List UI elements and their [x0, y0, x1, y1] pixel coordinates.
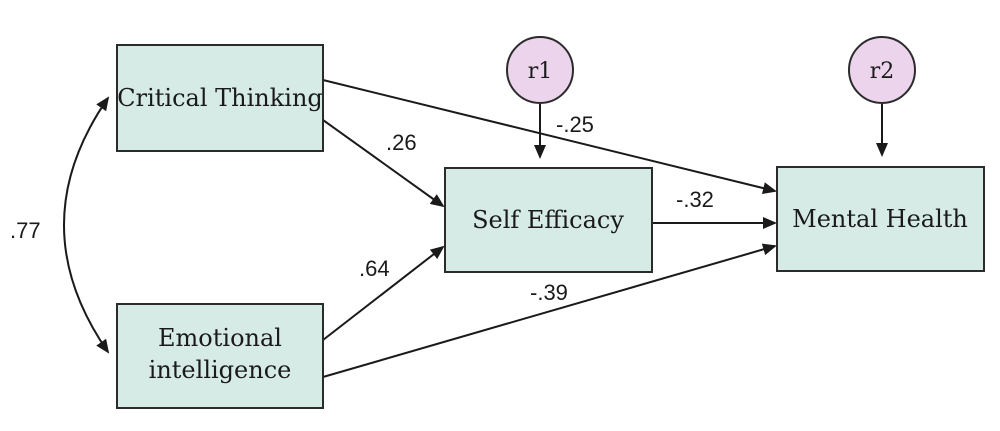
node-mental-health: Mental Health	[776, 166, 985, 272]
arrow-ei-to-se	[322, 245, 445, 341]
node-emotional-intelligence-label-line2: intelligence	[149, 356, 292, 384]
node-self-efficacy: Self Efficacy	[444, 167, 653, 273]
node-emotional-intelligence: Emotional intelligence	[116, 303, 324, 409]
node-critical-thinking-label: Critical Thinking	[117, 84, 323, 112]
arrow-ei-to-mh	[322, 243, 777, 378]
node-self-efficacy-label: Self Efficacy	[472, 206, 624, 234]
residual-r2-label: r2	[870, 59, 895, 84]
node-critical-thinking: Critical Thinking	[116, 44, 324, 152]
coef-correlation: .77	[10, 218, 41, 243]
coef-ei-to-mh: -.39	[530, 280, 568, 305]
residual-r1: r1	[506, 36, 574, 104]
coef-ct-to-mh: -.25	[556, 112, 594, 137]
node-emotional-intelligence-label-line1: Emotional	[158, 324, 282, 352]
arrow-ct-to-mh	[322, 79, 777, 194]
residual-r2: r2	[848, 36, 916, 104]
coef-se-to-mh: -.32	[676, 187, 714, 212]
correlation-arrow	[63, 96, 110, 354]
coef-ei-to-se: .64	[359, 256, 390, 281]
node-mental-health-label: Mental Health	[792, 205, 968, 233]
residual-r1-label: r1	[528, 59, 553, 84]
coef-ct-to-se: .26	[386, 130, 417, 155]
arrow-ct-to-se	[322, 119, 445, 208]
